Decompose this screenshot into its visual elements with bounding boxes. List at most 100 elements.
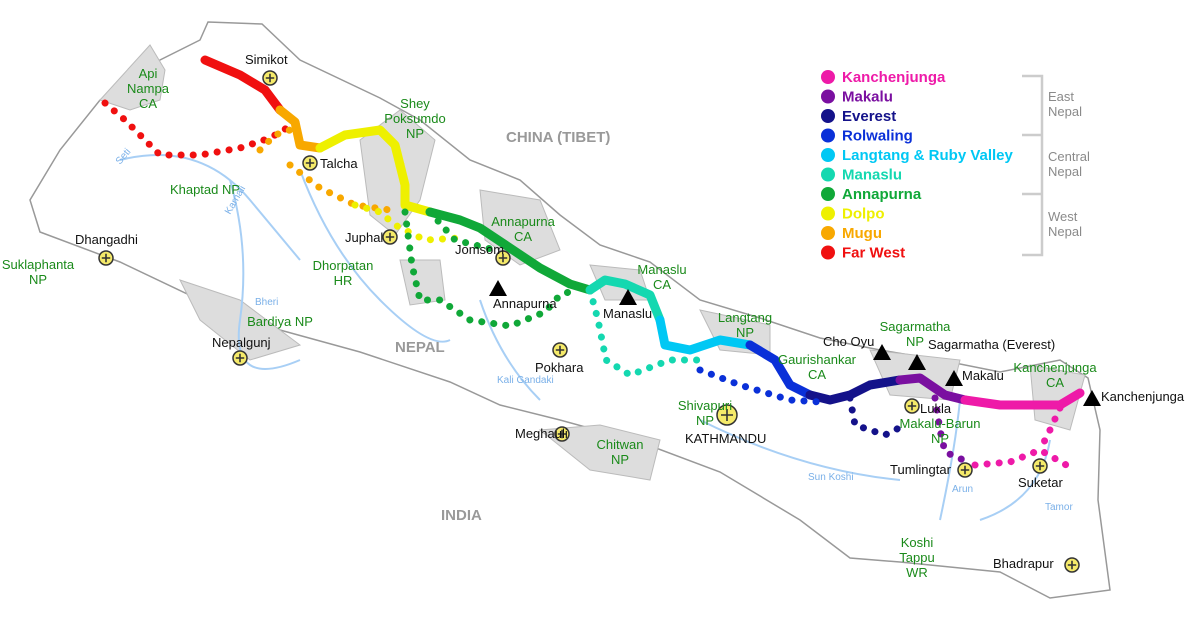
legend-item: Rolwaling [821,128,913,145]
airport-label: Tumlingtar [890,462,952,477]
legend-label: Annapurna [842,186,922,203]
peak-label: Makalu [962,368,1004,383]
park-label-line: NP [906,334,924,349]
airport-label-line: KATHMANDU [685,431,766,446]
airport-label: Talcha [320,156,358,171]
park-label-line: WR [906,565,928,580]
legend-label: Mugu [842,225,882,242]
park-label-line: NP [29,272,47,287]
park-label-line: NP [611,452,629,467]
legend-label: Far West [842,245,905,262]
legend-swatch [821,89,835,104]
park-label-line: Shey [400,96,430,111]
peak-label-line: Annapurna [493,296,557,311]
plane-glyph [721,409,733,421]
legend-swatch [821,187,835,201]
airport-label: Suketar [1018,475,1063,490]
park-label-line: NP [931,431,949,446]
legend-item: Manaslu [821,167,902,184]
river-label: Arun [952,484,973,495]
airport-label: Simikot [245,52,288,67]
region-label-line: Nepal [1048,224,1082,239]
legend-label: Langtang & Ruby Valley [842,147,1014,164]
airport-label-line: Suketar [1018,475,1063,490]
park-label-line: NP [696,413,714,428]
airport-label-line: Lukla [920,401,952,416]
airport-label-line: Talcha [320,156,358,171]
peak-label: Kanchenjunga [1101,389,1185,404]
plane-glyph [1035,461,1045,471]
peak-icon [619,289,637,305]
park-label-line: NP [736,325,754,340]
park-label-line: Kanchenjunga [1013,360,1097,375]
airport-label: Nepalgunj [212,335,271,350]
river-label: Tamor [1045,502,1073,513]
park-label-line: CA [808,367,826,382]
alt-trail-dotted [846,394,909,439]
park-label-line: Api [139,66,158,81]
legend-label: Everest [842,108,896,125]
peak-label: Cho Oyu [823,334,874,349]
legend-item: Annapurna [821,186,922,203]
legend-item: Kanchenjunga [821,69,946,86]
river-label: Kali Gandaki [497,375,554,386]
airport-icon [232,350,248,366]
nepal-outline [29,21,1111,599]
alt-trail-dotted [971,446,1079,474]
airport-icon [1032,458,1048,474]
alt-trail-dotted [696,366,824,406]
legend-label: Makalu [842,89,893,106]
airport-label: Bhadrapur [993,556,1054,571]
peak-label-line: Kanchenjunga [1101,389,1185,404]
alt-trail-dotted [401,208,579,330]
park-label-line: Langtang [718,310,772,325]
park-area [99,44,166,111]
plane-glyph [385,232,395,242]
airport-label: Dhangadhi [75,232,138,247]
legend-bracket [1022,74,1044,257]
legend-swatch [821,226,835,240]
airport-icon [552,342,568,358]
airport-label: Meghauli [515,426,568,441]
airport-label-line: Tumlingtar [890,462,952,477]
park-label-line: Suklaphanta [2,257,75,272]
river-line [229,179,301,370]
airport-icon [957,462,973,478]
park-label-line: Annapurna [491,214,555,229]
airport-label-line: Juphal [345,230,383,245]
peak-label-line: Makalu [962,368,1004,383]
country-label: NEPAL [395,339,445,356]
park-label-line: Gaurishankar [778,352,857,367]
park-label-line: CA [139,96,157,111]
park-area [538,424,661,481]
park-label-line: CA [653,277,671,292]
park-label-line: CA [1046,375,1064,390]
park-label-line: Manaslu [637,262,686,277]
legend-item: Dolpo [821,206,885,223]
park-label: Bardiya NP [247,314,313,329]
alt-trail-dotted [426,208,499,254]
airport-label-line: Jomsom [455,242,504,257]
main-trail-segment [315,125,405,170]
river-line [299,169,451,343]
region-label-line: West [1048,209,1078,224]
plane-glyph [305,158,315,168]
airport-icon [904,398,920,414]
park-label-line: Sagarmatha [880,319,952,334]
park-label-line: Koshi [901,535,934,550]
peak-icon [1083,390,1101,406]
river-line [479,299,541,401]
airport-icon [98,250,114,266]
peak-label: Manaslu [603,306,652,321]
legend-item: Everest [821,108,896,125]
